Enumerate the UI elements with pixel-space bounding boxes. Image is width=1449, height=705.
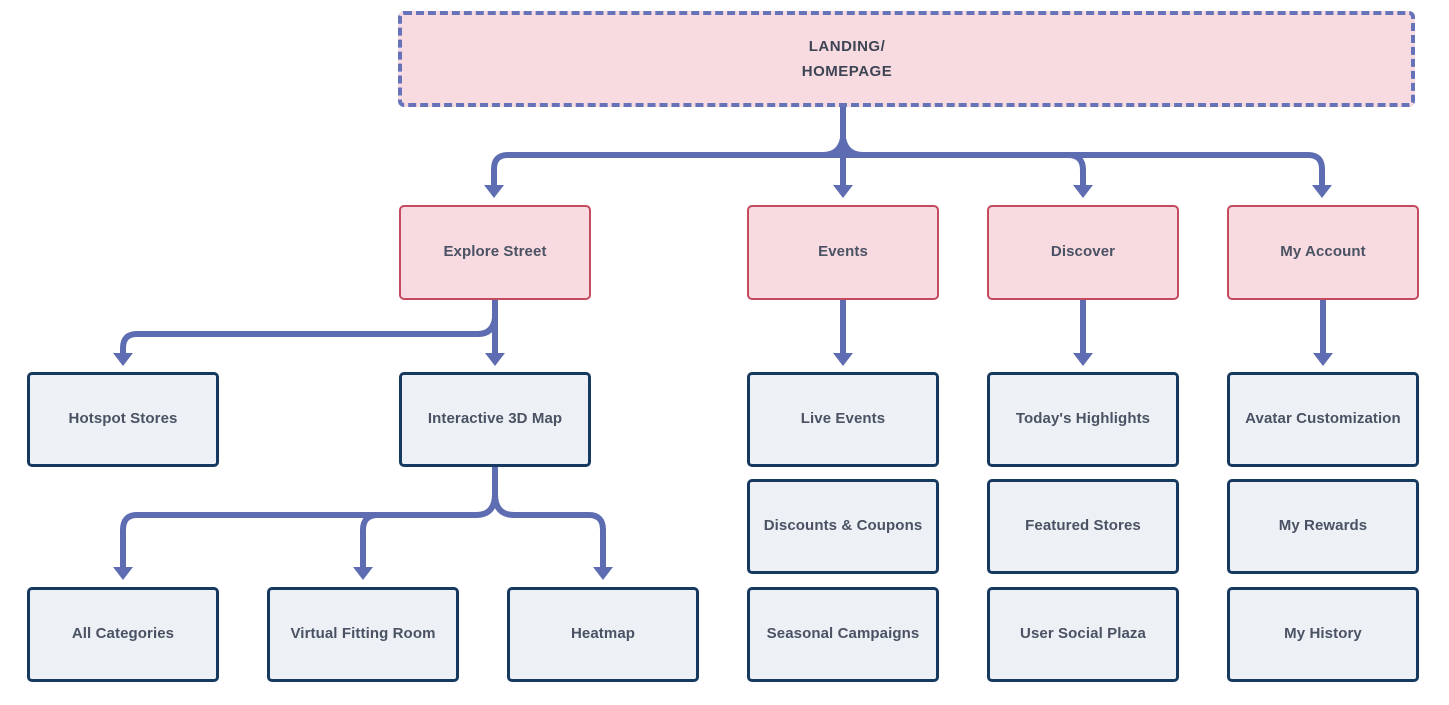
node-label: All Categories — [71, 625, 175, 643]
node-discover[interactable]: Discover — [987, 205, 1179, 300]
arrowhead — [1073, 185, 1093, 198]
node-label: Hotspot Stores — [68, 410, 178, 428]
connector-map-middle-drop — [360, 512, 381, 571]
node-label: My History — [1284, 625, 1362, 643]
landing-label: LANDING/ HOMEPAGE — [802, 34, 892, 84]
node-label: Today's Highlights — [1015, 410, 1151, 428]
node-label: Featured Stores — [1025, 517, 1141, 535]
arrowhead — [353, 567, 373, 580]
node-heatmap[interactable]: Heatmap — [507, 587, 699, 682]
connector-map-fork-left — [120, 491, 498, 571]
connector-discover-drop — [1065, 152, 1086, 190]
arrowhead — [1073, 353, 1093, 366]
node-user-social-plaza[interactable]: User Social Plaza — [987, 587, 1179, 682]
node-label: Heatmap — [570, 625, 636, 643]
node-label: My Rewards — [1278, 517, 1368, 535]
node-explore-street[interactable]: Explore Street — [399, 205, 591, 300]
connector-hotspot-branch — [120, 315, 498, 357]
node-label: Seasonal Campaigns — [766, 625, 920, 643]
node-my-rewards[interactable]: My Rewards — [1227, 479, 1419, 574]
landing-label-line2: HOMEPAGE — [801, 63, 893, 80]
arrowhead — [113, 567, 133, 580]
node-todays-highlights[interactable]: Today's Highlights — [987, 372, 1179, 467]
node-hotspot-stores[interactable]: Hotspot Stores — [27, 372, 219, 467]
connector-level2-splitter — [491, 152, 1325, 190]
node-label: Interactive 3D Map — [427, 410, 563, 428]
arrowhead — [593, 567, 613, 580]
landing-label-line1: LANDING/ — [808, 38, 886, 55]
node-avatar-customization[interactable]: Avatar Customization — [1227, 372, 1419, 467]
arrowhead — [1312, 185, 1332, 198]
connector-map-fork-right — [492, 491, 606, 571]
node-interactive-3d-map[interactable]: Interactive 3D Map — [399, 372, 591, 467]
node-live-events[interactable]: Live Events — [747, 372, 939, 467]
node-label: Events — [818, 243, 868, 261]
node-label: Explore Street — [443, 243, 547, 261]
node-label: Live Events — [800, 410, 886, 428]
node-label: Discover — [1050, 243, 1116, 261]
node-my-account[interactable]: My Account — [1227, 205, 1419, 300]
node-seasonal-campaigns[interactable]: Seasonal Campaigns — [747, 587, 939, 682]
node-all-categories[interactable]: All Categories — [27, 587, 219, 682]
node-virtual-fitting-room[interactable]: Virtual Fitting Room — [267, 587, 459, 682]
node-label: Discounts & Coupons — [763, 517, 923, 535]
node-label: My Account — [1280, 243, 1366, 261]
arrowhead — [484, 185, 504, 198]
arrowhead — [113, 353, 133, 366]
node-discounts-coupons[interactable]: Discounts & Coupons — [747, 479, 939, 574]
node-events[interactable]: Events — [747, 205, 939, 300]
node-my-history[interactable]: My History — [1227, 587, 1419, 682]
arrowhead — [833, 185, 853, 198]
node-label: Avatar Customization — [1245, 410, 1401, 428]
node-label: Virtual Fitting Room — [290, 625, 436, 643]
node-landing-homepage[interactable]: LANDING/ HOMEPAGE — [398, 11, 1415, 107]
node-featured-stores[interactable]: Featured Stores — [987, 479, 1179, 574]
arrowhead — [1313, 353, 1333, 366]
arrowhead — [485, 353, 505, 366]
node-label: User Social Plaza — [1020, 625, 1146, 643]
connector-trunk-fillet-left — [820, 135, 846, 158]
connector-trunk-fillet-right — [840, 135, 866, 158]
arrowhead — [833, 353, 853, 366]
